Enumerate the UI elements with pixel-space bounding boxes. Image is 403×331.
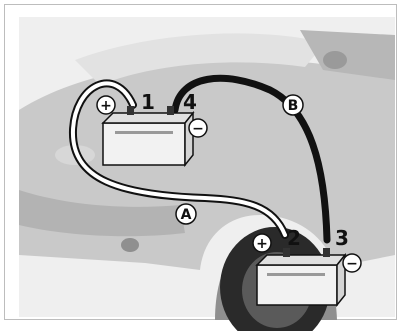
battery-bottom-front [257, 265, 337, 305]
battery-top-front [103, 123, 185, 165]
cable-label-b: B [283, 95, 303, 115]
battery-top [103, 106, 193, 165]
battery-top-lid [103, 113, 193, 123]
positive-badge-bottom: + [253, 234, 271, 252]
battery-bottom-stripe [267, 273, 325, 276]
terminal-label-2: 2 [287, 226, 301, 250]
positive-badge-top: + [97, 96, 115, 114]
battery-top-stripe [115, 131, 173, 134]
battery-top-negative-post [167, 106, 174, 115]
fog-light [121, 238, 139, 252]
svg-text:−: − [192, 121, 204, 137]
battery-top-positive-post [127, 106, 134, 115]
battery-bottom-negative-post [323, 248, 330, 257]
battery-bottom [257, 248, 345, 305]
side-mirror [323, 51, 347, 69]
terminal-label-1: 1 [141, 90, 155, 114]
svg-text:+: + [100, 98, 112, 114]
negative-badge-top: − [189, 119, 207, 137]
diagram-frame: + − + − 1 2 3 4 A B [4, 4, 397, 320]
negative-badge-bottom: − [343, 254, 361, 272]
terminal-label-4: 4 [183, 90, 197, 114]
terminal-label-3: 3 [335, 226, 349, 250]
svg-text:B: B [288, 98, 299, 114]
svg-text:+: + [256, 236, 268, 252]
svg-text:A: A [181, 207, 192, 223]
cable-label-a: A [176, 204, 196, 224]
jump-start-diagram: + − + − 1 2 3 4 A B [5, 5, 403, 331]
battery-bottom-lid [257, 255, 345, 265]
svg-text:−: − [346, 256, 358, 272]
